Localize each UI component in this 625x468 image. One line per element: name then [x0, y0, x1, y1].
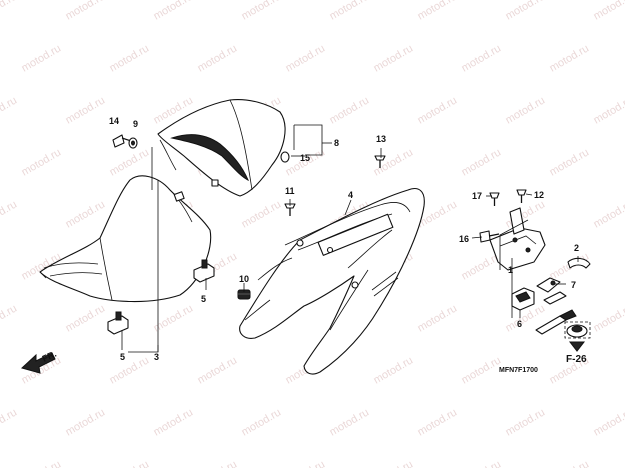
- watermark-text: motod.ru: [0, 0, 19, 23]
- callout-4: 4: [348, 190, 353, 200]
- callout-14: 14: [109, 116, 119, 126]
- callout-12: 12: [534, 190, 544, 200]
- watermark-text: motod.ru: [592, 302, 625, 334]
- watermark-text: motod.ru: [64, 406, 108, 438]
- callout-9: 9: [133, 119, 138, 129]
- watermark-text: motod.ru: [20, 458, 64, 468]
- watermark-text: motod.ru: [64, 0, 108, 23]
- watermark-text: motod.ru: [196, 42, 240, 74]
- watermark-text: motod.ru: [240, 0, 284, 23]
- watermark-text: motod.ru: [0, 94, 19, 126]
- watermark-text: motod.ru: [548, 146, 592, 178]
- watermark-text: motod.ru: [328, 0, 372, 23]
- watermark-text: motod.ru: [504, 406, 548, 438]
- diagram-code: MFN7F1700: [499, 367, 538, 374]
- callout-13: 13: [376, 134, 386, 144]
- callout-11: 11: [285, 186, 295, 196]
- watermark-text: motod.ru: [592, 406, 625, 438]
- callout-15: 15: [300, 153, 310, 163]
- seat-lock-cable-clip: [567, 257, 591, 269]
- bolt-14: [112, 134, 135, 148]
- callout-5-right: 5: [201, 294, 206, 304]
- bolt-16: [479, 230, 500, 243]
- callout-2: 2: [574, 243, 579, 253]
- watermark-text: motod.ru: [372, 42, 416, 74]
- watermark-text: motod.ru: [0, 198, 19, 230]
- callout-5-left: 5: [120, 352, 125, 362]
- seat-bracket-right: [193, 259, 215, 283]
- seat-lock-bracket: [489, 207, 546, 271]
- watermark-text: motod.ru: [372, 458, 416, 468]
- watermark-text: motod.ru: [64, 198, 108, 230]
- callout-1: 1: [508, 265, 513, 275]
- watermark-text: motod.ru: [328, 94, 372, 126]
- watermark-text: motod.ru: [548, 42, 592, 74]
- watermark-text: motod.ru: [548, 458, 592, 468]
- screw-12: [516, 189, 527, 203]
- watermark-text: motod.ru: [460, 354, 504, 386]
- front-direction-arrow: [21, 352, 56, 374]
- ref-arrow: [564, 321, 591, 352]
- lock-cap: [566, 324, 588, 338]
- watermark-text: motod.ru: [460, 458, 504, 468]
- watermark-text: motod.ru: [108, 458, 152, 468]
- callouts: 14 9 8 15 13 11 4 10 5 5 3 17 12 16 2 1 …: [109, 116, 579, 362]
- callout-7: 7: [571, 280, 576, 290]
- callout-8: 8: [334, 138, 339, 148]
- watermark-text: motod.ru: [416, 406, 460, 438]
- watermark-text: motod.ru: [592, 198, 625, 230]
- watermark-text: motod.ru: [504, 94, 548, 126]
- watermark-text: motod.ru: [284, 458, 328, 468]
- watermark-text: motod.ru: [416, 302, 460, 334]
- watermark-text: motod.ru: [460, 146, 504, 178]
- watermark-text: motod.ru: [372, 146, 416, 178]
- rider-seat: [39, 175, 212, 303]
- watermark-text: motod.ru: [0, 302, 19, 334]
- watermark-text: motod.ru: [328, 406, 372, 438]
- callout-17: 17: [472, 191, 482, 201]
- watermark-text: motod.ru: [416, 0, 460, 23]
- watermark-text: motod.ru: [20, 146, 64, 178]
- watermark-text: motod.ru: [592, 0, 625, 23]
- watermark-text: motod.ru: [152, 0, 196, 23]
- callout-3: 3: [154, 352, 159, 362]
- watermark-text: motod.ru: [196, 458, 240, 468]
- watermark-text: motod.ru: [152, 406, 196, 438]
- callout-6: 6: [517, 319, 522, 329]
- watermark-text: motod.ru: [592, 94, 625, 126]
- watermark-text: motod.ru: [460, 42, 504, 74]
- collar-15: [280, 151, 290, 163]
- reference-label: F-26: [566, 354, 587, 365]
- pillion-seat: [157, 99, 286, 197]
- watermark-text: motod.ru: [64, 94, 108, 126]
- watermark-text: motod.ru: [416, 94, 460, 126]
- watermark-text: motod.ru: [284, 42, 328, 74]
- lock-cylinder: [511, 287, 535, 311]
- watermark-text: motod.ru: [240, 406, 284, 438]
- seat-bracket-left: [107, 311, 129, 335]
- watermark-text: motod.ru: [504, 0, 548, 23]
- watermark-text: motod.ru: [240, 198, 284, 230]
- callout-16: 16: [459, 234, 469, 244]
- bolt-17: [489, 192, 500, 206]
- watermark-text: motod.ru: [196, 354, 240, 386]
- rear-cowl: [239, 188, 425, 375]
- leader-lines: [121, 124, 579, 353]
- watermark-text: motod.ru: [108, 146, 152, 178]
- watermark-text: motod.ru: [20, 42, 64, 74]
- washer-9: [128, 137, 138, 149]
- watermark-text: motod.ru: [108, 42, 152, 74]
- watermark-text: motod.ru: [0, 406, 19, 438]
- watermark-text: motod.ru: [372, 354, 416, 386]
- screw-13: [374, 155, 386, 168]
- watermark-text: motod.ru: [108, 354, 152, 386]
- callout-10: 10: [239, 274, 249, 284]
- watermark-text: motod.ru: [64, 302, 108, 334]
